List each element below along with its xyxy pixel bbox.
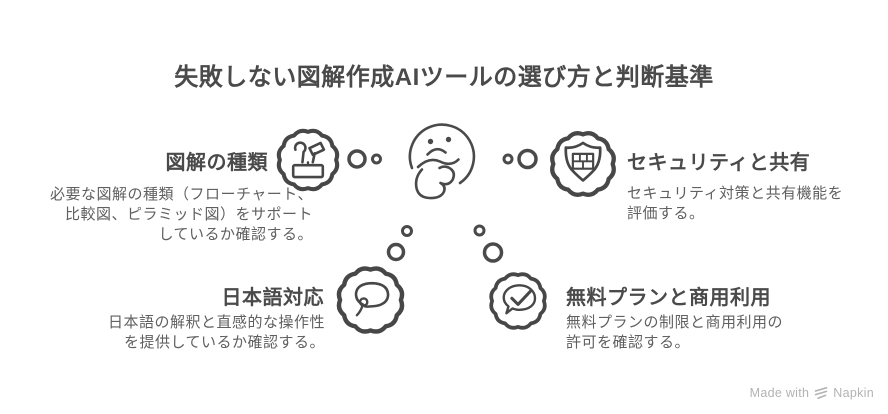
toolbox-icon xyxy=(276,128,340,192)
section-title-security-sharing: セキュリティと共有 xyxy=(627,152,811,174)
thought-trail-lower-right xyxy=(473,224,504,263)
napkin-logo-icon xyxy=(814,387,828,399)
section-title-diagram-types: 図解の種類 xyxy=(165,152,268,174)
shield-bricks-icon xyxy=(550,131,616,197)
section-desc-diagram-types: 必要な図解の種類（フローチャート、 比較図、ピラミッド図）をサポート しているか… xyxy=(49,186,313,243)
thought-trail-left xyxy=(347,149,382,169)
section-title-free-plan-commercial: 無料プランと商用利用 xyxy=(566,287,771,309)
check-bubble-icon xyxy=(489,272,547,330)
thought-trail-lower-left xyxy=(386,225,413,262)
made-with-label: Made with xyxy=(749,386,810,400)
made-with-napkin-credit: Made with Napkin xyxy=(750,386,874,400)
section-title-japanese-support: 日本語対応 xyxy=(221,287,324,309)
speech-bubble-icon xyxy=(336,266,405,334)
section-desc-free-plan-commercial: 無料プランの制限と商用利用の 許可を確認する。 xyxy=(566,314,784,351)
page-title: 失敗しない図解作成AIツールの選び方と判断基準 xyxy=(174,64,714,91)
napkin-brand-label: Napkin xyxy=(833,386,874,400)
thought-trail-right xyxy=(502,148,538,170)
section-desc-japanese-support: 日本語の解釈と直感的な操作性 を提供しているか確認する。 xyxy=(107,314,325,351)
section-desc-security-sharing: セキュリティ対策と共有機能を 評価する。 xyxy=(627,185,844,222)
